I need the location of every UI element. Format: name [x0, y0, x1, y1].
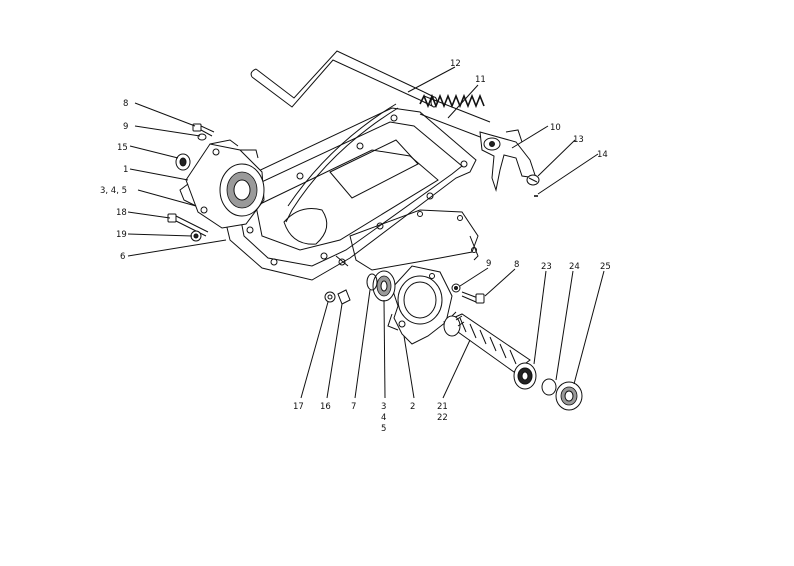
snap-ring	[366, 273, 378, 291]
callout-5: 5	[381, 424, 386, 434]
callout-17: 17	[293, 402, 304, 412]
callout-4: 4	[381, 413, 386, 423]
callout-13: 13	[573, 135, 584, 145]
control-cable	[285, 103, 399, 223]
callout-12: 12	[450, 59, 461, 69]
gearbox-cover-plate	[217, 107, 477, 281]
callout-11: 11	[475, 75, 486, 85]
callout-9-upper: 9	[123, 122, 128, 132]
callout-7: 7	[351, 402, 356, 412]
shaft-seal	[555, 381, 583, 411]
callout-2: 2	[410, 402, 415, 412]
nut	[190, 230, 202, 242]
callout-8-lower: 8	[514, 260, 519, 270]
shift-lever-rod	[250, 50, 438, 108]
washer-right	[451, 283, 461, 293]
oil-seal-left	[175, 153, 191, 171]
callout-23: 23	[541, 262, 552, 272]
callout-1: 1	[123, 165, 128, 175]
callout-6: 6	[120, 252, 125, 262]
left-bearing-housing	[179, 139, 265, 229]
retaining-ring	[541, 378, 557, 396]
callout-labels: 8 9 15 1 3, 4, 5 18 19 6 12 11 10 13 14 …	[100, 59, 611, 434]
bearing-right	[372, 270, 396, 302]
callout-10: 10	[550, 123, 561, 133]
callout-18: 18	[116, 208, 127, 218]
long-bolt	[167, 213, 209, 237]
callout-19: 19	[116, 230, 127, 240]
set-screw	[526, 174, 540, 186]
callout-16: 16	[320, 402, 331, 412]
callout-25: 25	[600, 262, 611, 272]
callout-9-lower: 9	[486, 259, 491, 269]
callout-3-4-5: 3, 4, 5	[100, 186, 127, 196]
callout-3: 3	[381, 402, 386, 412]
leader-lines	[127, 66, 605, 399]
shaft-bearing	[513, 362, 537, 390]
callout-24: 24	[569, 262, 580, 272]
callout-14: 14	[597, 150, 608, 160]
plug-washer	[324, 291, 336, 303]
small-fittings	[335, 255, 349, 267]
splined-shaft	[442, 311, 531, 373]
drain-plug	[337, 289, 351, 305]
bolt-right	[461, 291, 485, 304]
washer-upper-left	[197, 133, 207, 141]
right-bearing-housing	[387, 265, 453, 345]
callout-21: 21	[437, 402, 448, 412]
side-housing-flange	[349, 209, 479, 271]
selector-fork	[479, 129, 537, 192]
callout-8-upper: 8	[123, 99, 128, 109]
spring	[419, 93, 491, 141]
callout-15: 15	[117, 143, 128, 153]
callout-22: 22	[437, 413, 448, 423]
